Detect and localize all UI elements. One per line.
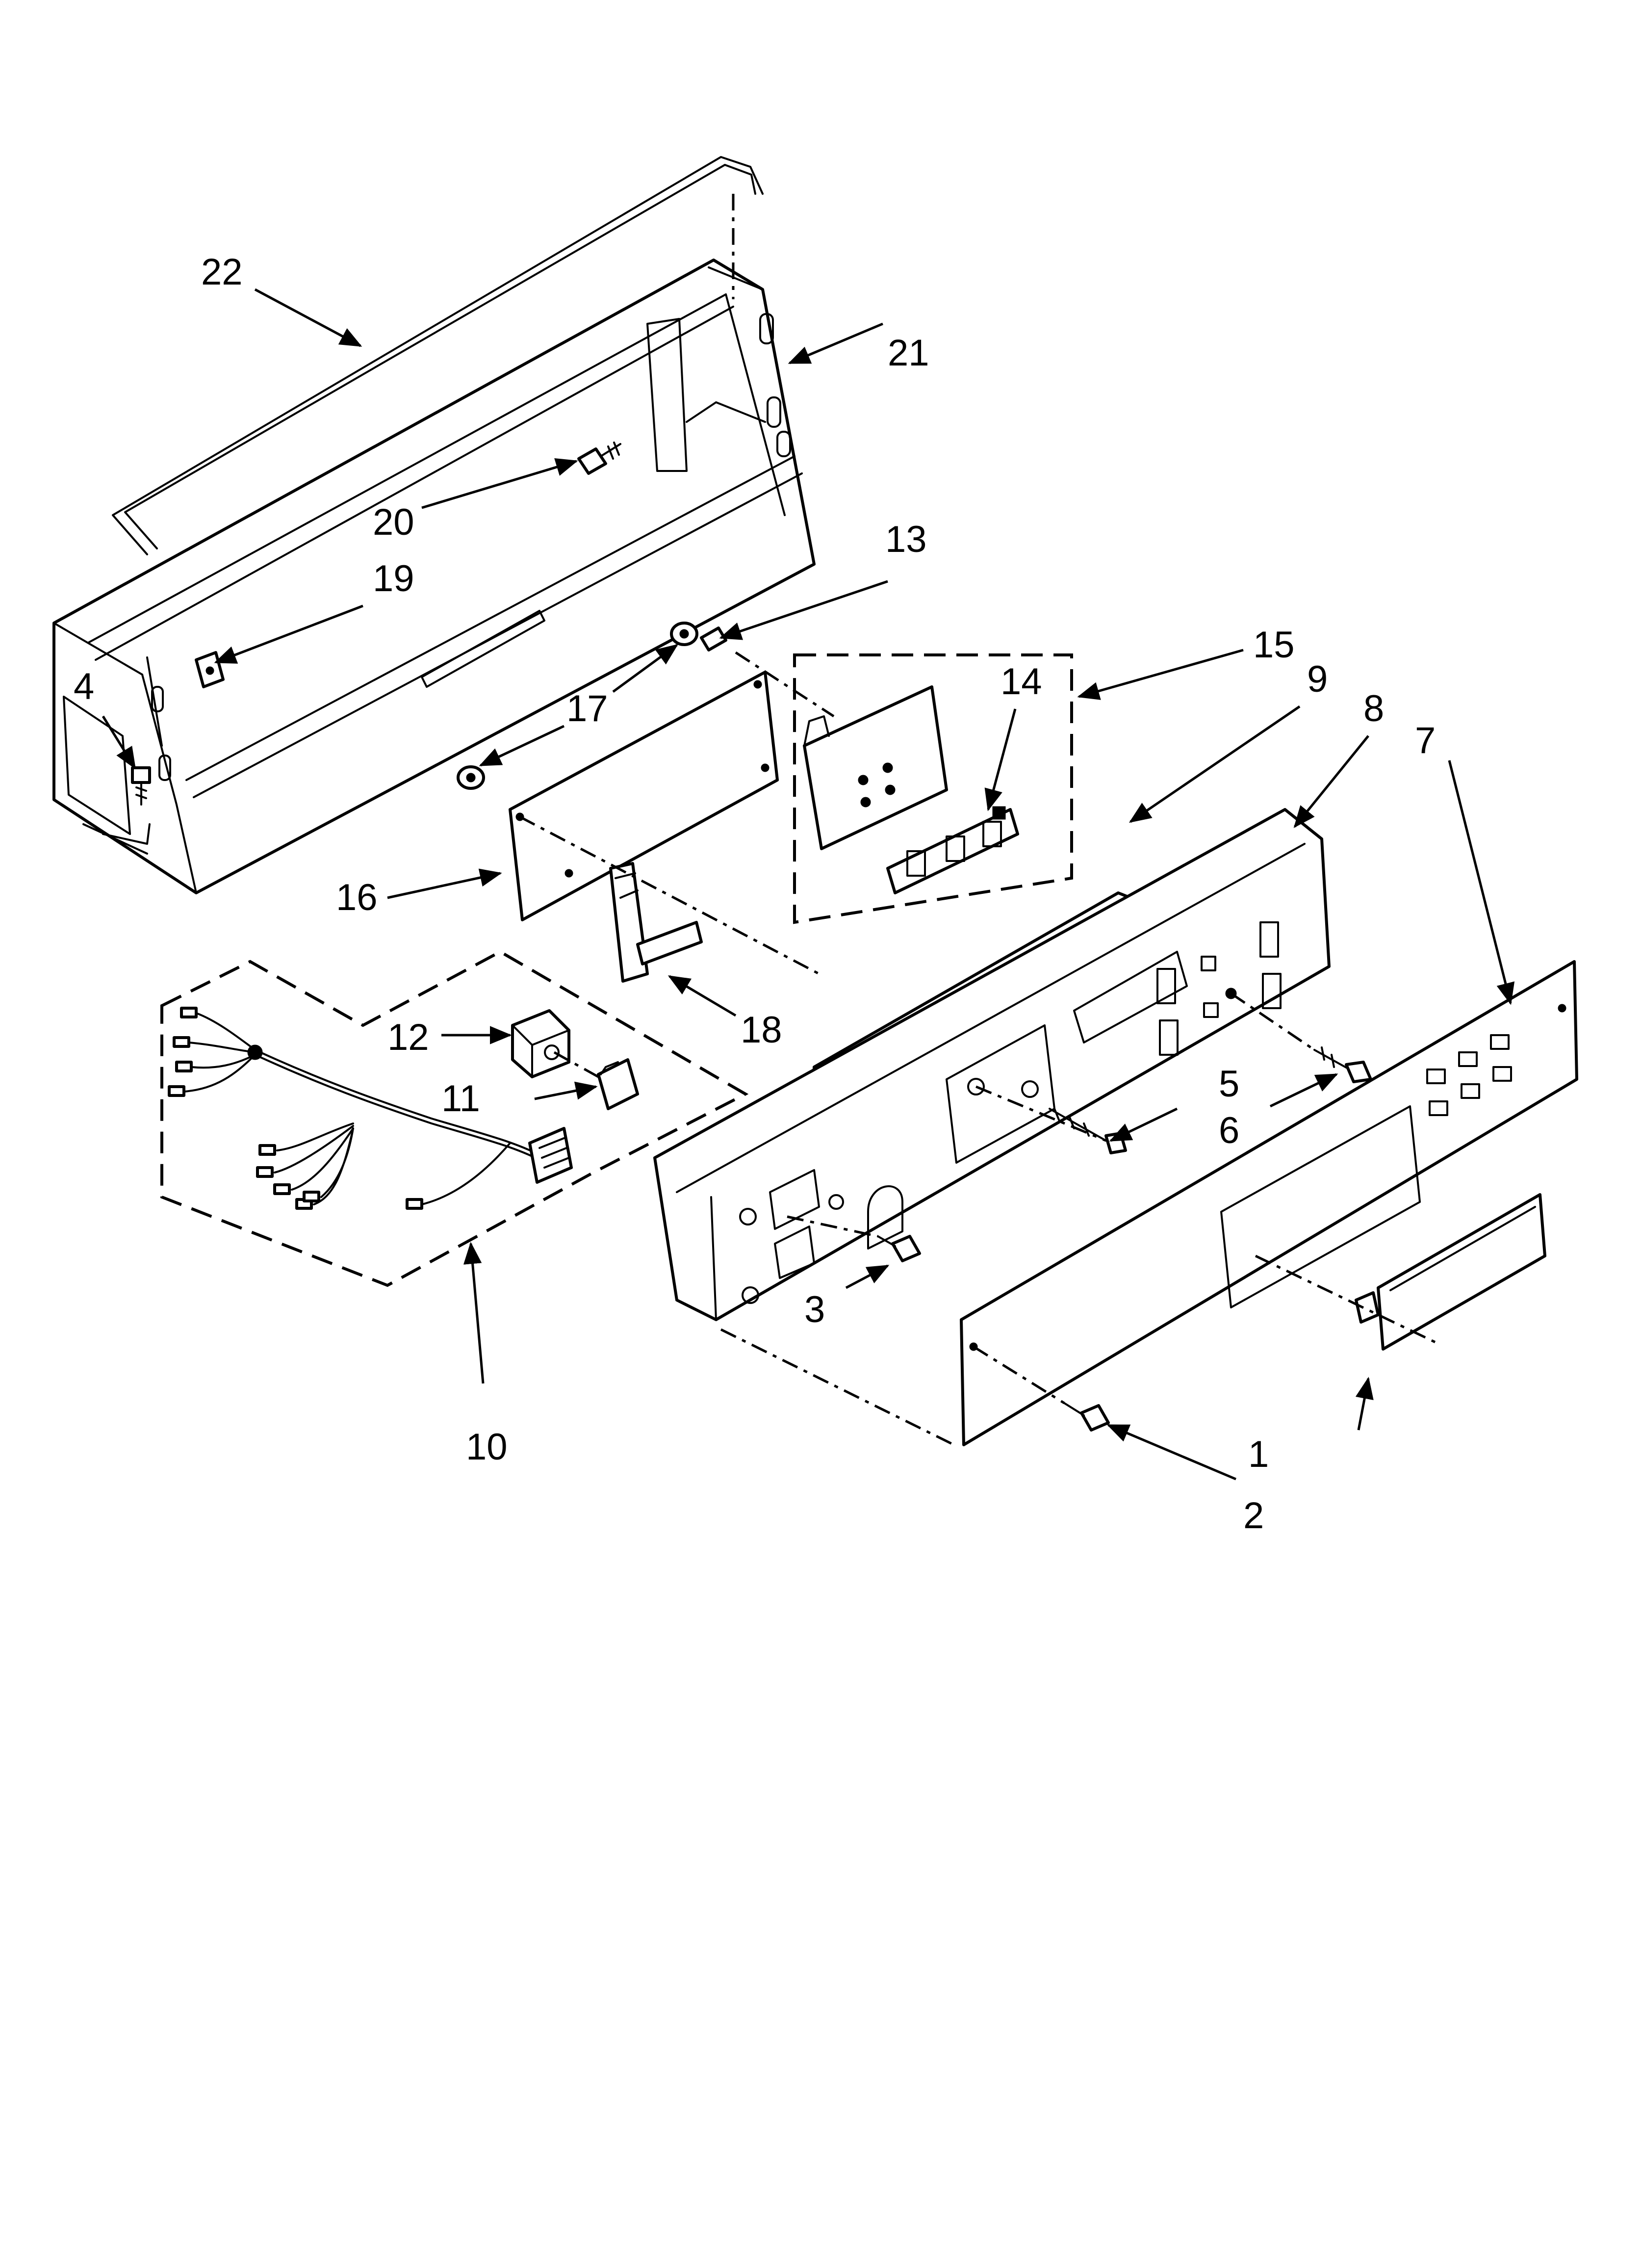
callout-5: 5 — [1219, 1063, 1239, 1105]
callout-21: 21 — [888, 332, 929, 374]
callout-18: 18 — [741, 1009, 782, 1051]
part-13-spacer — [700, 626, 727, 652]
part-11-terminal — [597, 1058, 639, 1110]
callout-17: 17 — [566, 688, 608, 730]
callout-6: 6 — [1219, 1110, 1239, 1151]
part-22-top-rod — [112, 156, 764, 555]
part-5-screw — [1049, 1108, 1127, 1154]
callout-4: 4 — [74, 666, 94, 707]
part-1-lens — [1355, 1193, 1546, 1351]
part-8-panel-frame — [653, 808, 1331, 1321]
part-14-control-board — [803, 685, 1019, 894]
part-10-wire-harness — [168, 1007, 573, 1210]
callout-3: 3 — [804, 1289, 825, 1330]
callout-leaders — [102, 288, 1515, 1481]
assembly-centerlines — [519, 194, 1440, 1446]
callout-11: 11 — [441, 1078, 480, 1120]
part-10-kit-outline — [160, 950, 749, 1287]
callout-15: 15 — [1253, 624, 1295, 666]
part-21-console-housing — [52, 259, 816, 894]
part-3-screw — [877, 1235, 921, 1262]
part-2-screw — [1063, 1402, 1110, 1432]
part-18-bracket — [609, 862, 703, 983]
callout-labels: 1 2 3 4 5 6 7 8 9 10 11 12 13 14 15 16 1… — [74, 251, 1436, 1537]
callout-9: 9 — [1307, 658, 1328, 700]
callout-2: 2 — [1243, 1495, 1264, 1537]
callout-10: 10 — [466, 1426, 508, 1468]
callout-20: 20 — [373, 501, 414, 543]
part-7-overlay-panel — [960, 960, 1578, 1446]
part-15-kit-outline — [793, 653, 1073, 924]
part-6-screw — [1313, 1046, 1372, 1083]
part-12-relay — [511, 1009, 570, 1078]
callout-8: 8 — [1363, 688, 1384, 730]
callout-1: 1 — [1248, 1434, 1269, 1475]
callout-19: 19 — [373, 558, 414, 600]
part-4-screw — [131, 766, 151, 806]
callout-22: 22 — [201, 251, 243, 293]
part-20-screw — [577, 442, 621, 475]
part-16-board — [509, 671, 779, 921]
part-17-nut-lower — [457, 765, 485, 790]
callout-12: 12 — [387, 1017, 429, 1058]
callout-13: 13 — [885, 519, 927, 560]
part-17-nut-upper — [670, 622, 698, 646]
callout-16: 16 — [336, 877, 378, 918]
callout-7: 7 — [1415, 720, 1436, 761]
callout-14: 14 — [1001, 661, 1042, 703]
